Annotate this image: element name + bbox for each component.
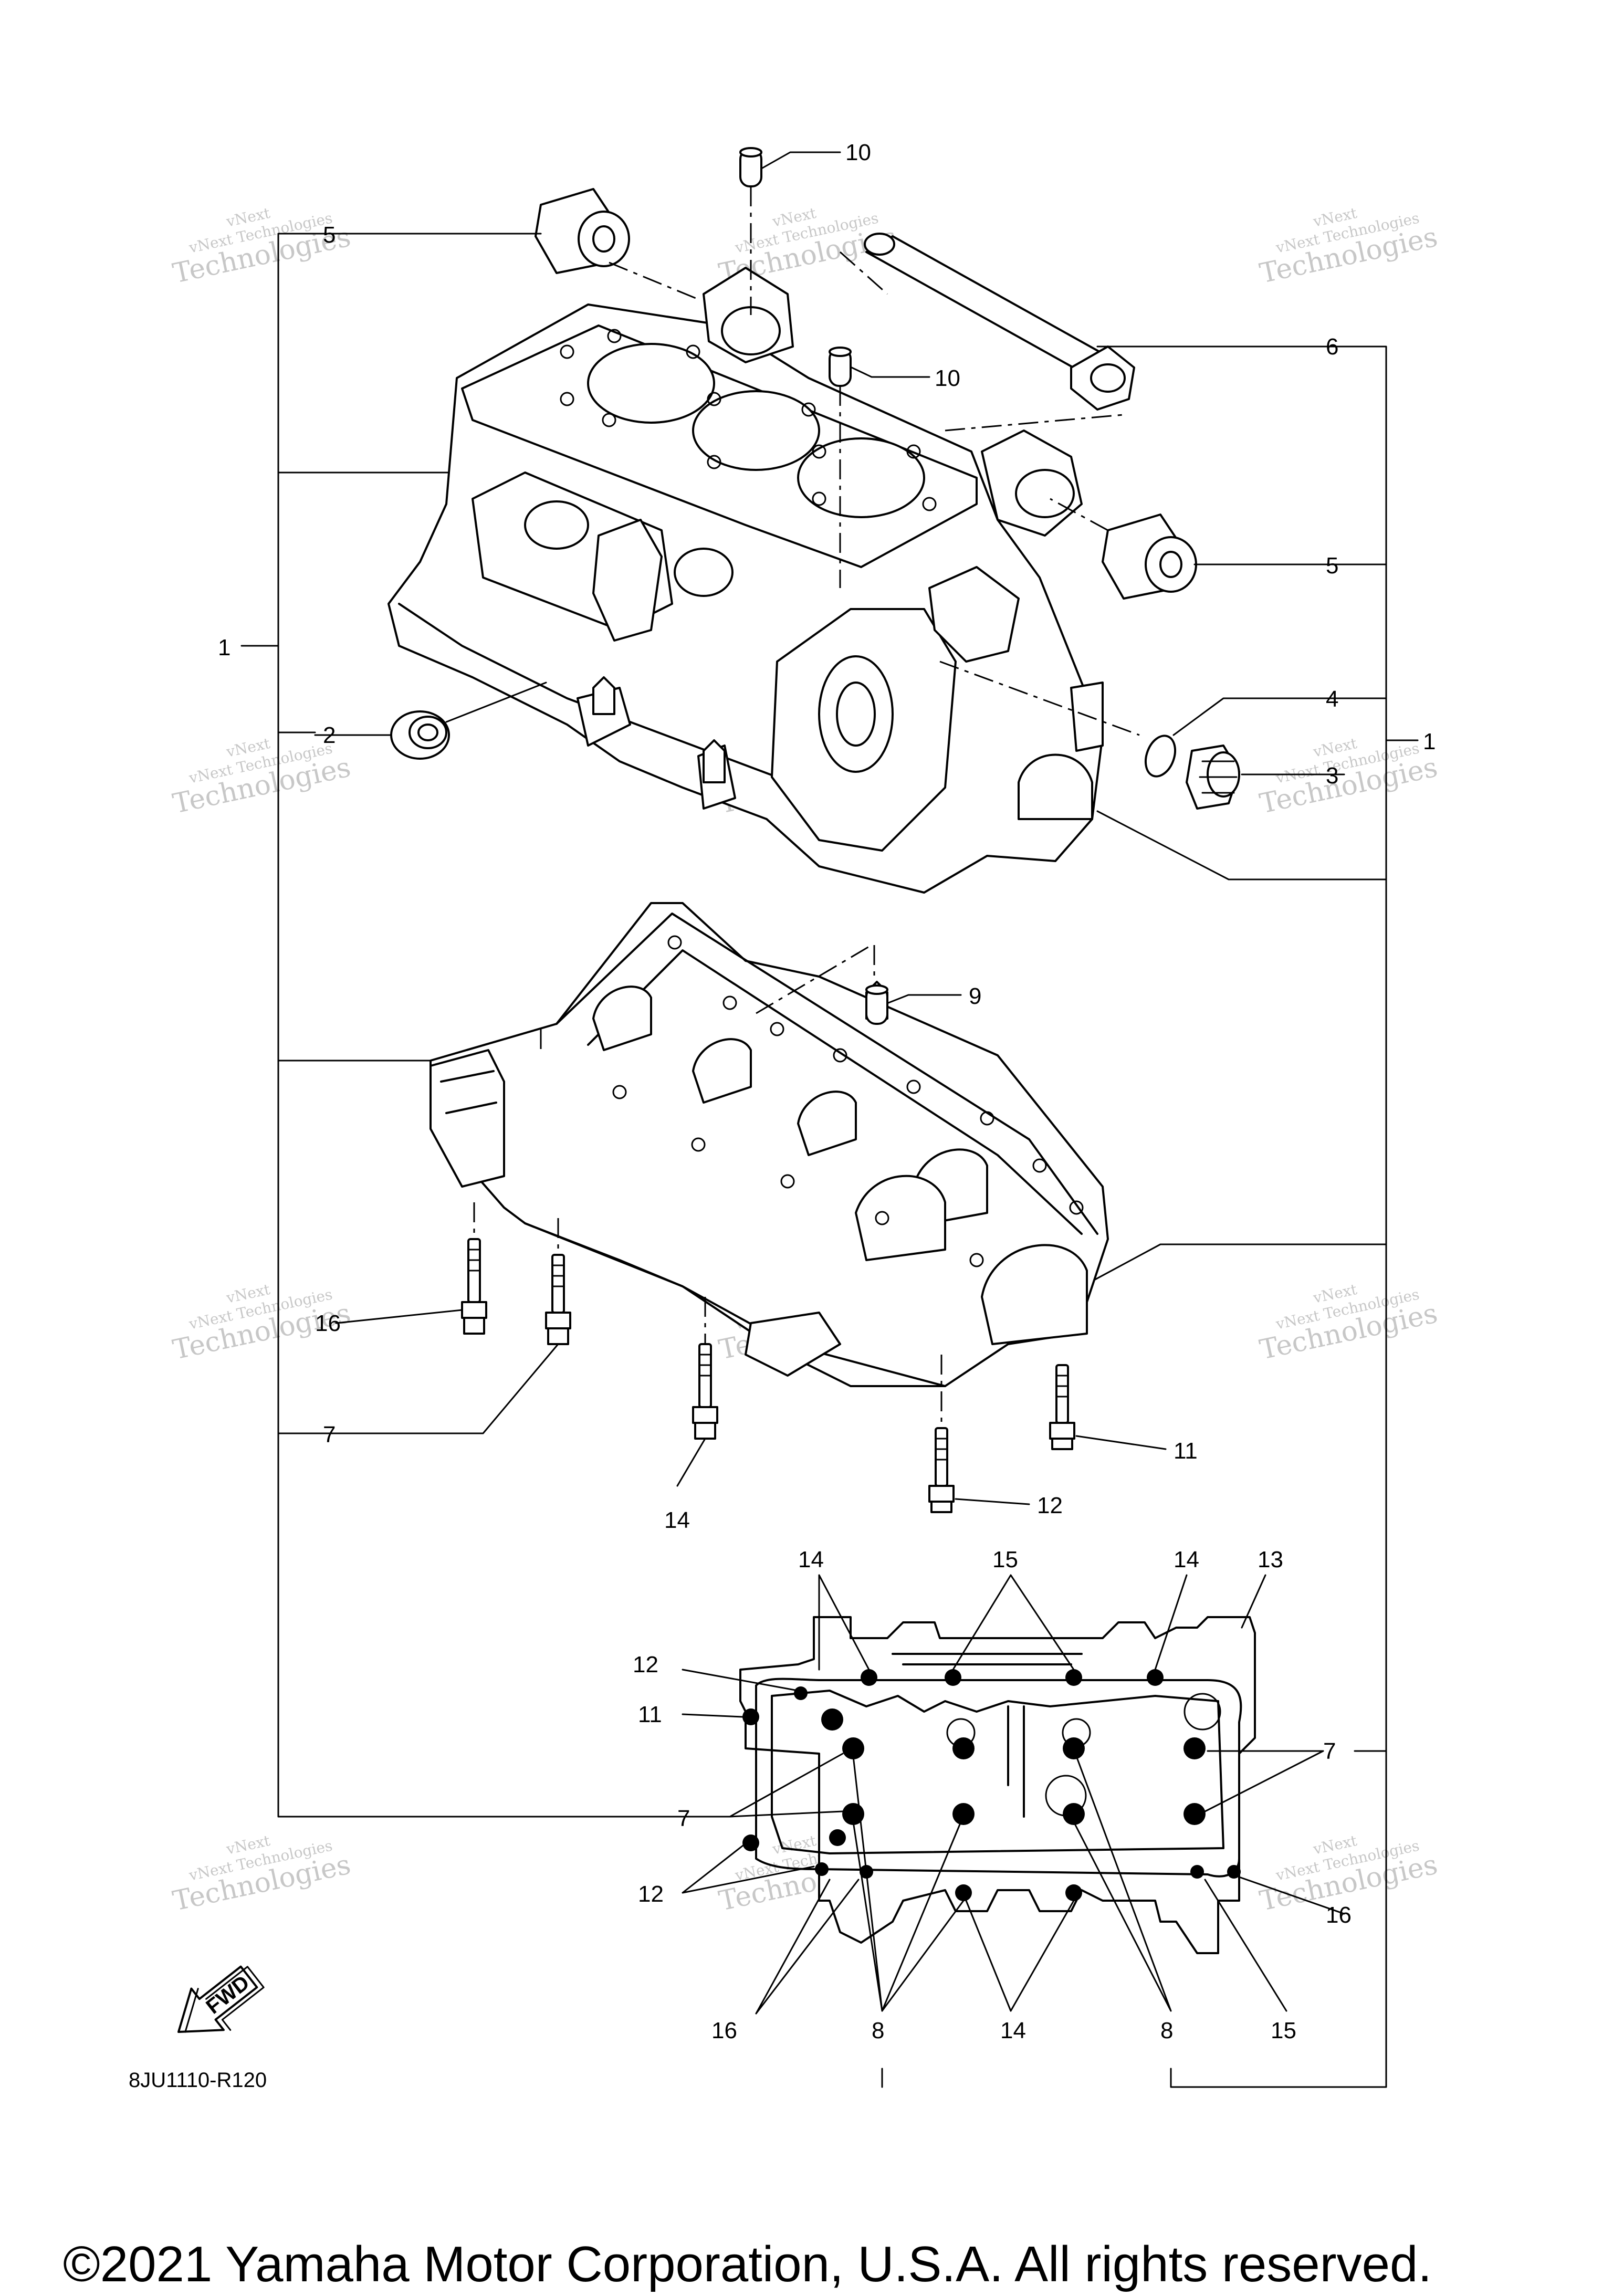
cylinder-bore (587, 343, 715, 424)
callout-16: 16 (1326, 1902, 1352, 1928)
bottom-view-leaders (682, 1574, 1345, 2015)
callout-11: 11 (1174, 1438, 1198, 1464)
callout-12: 12 (633, 1652, 658, 1678)
callout-14: 14 (798, 1547, 824, 1572)
callout-8: 8 (1160, 2018, 1173, 2043)
callout-labels: 10 10 6 5 5 1 1 2 4 3 9 16 7 14 11 12 14… (218, 140, 1436, 2043)
callout-1: 1 (218, 635, 231, 661)
bolt-7 (545, 1254, 571, 1345)
bolt-16 (461, 1238, 487, 1335)
callout-7: 7 (677, 1806, 690, 1831)
callout-12: 12 (638, 1881, 664, 1907)
callout-6: 6 (1326, 334, 1338, 360)
callout-12: 12 (1037, 1493, 1063, 1518)
diagram-code: 8JU1110-R120 (129, 2069, 267, 2092)
callout-14: 14 (1000, 2018, 1026, 2043)
bolt-14 (692, 1343, 718, 1440)
dowel-pin-10-top (739, 147, 762, 187)
fwd-arrow-icon: FWD (177, 1965, 265, 2033)
callout-11: 11 (638, 1702, 662, 1727)
callout-13: 13 (1258, 1547, 1283, 1572)
callout-2: 2 (323, 722, 336, 748)
callout-16: 16 (711, 2018, 737, 2043)
callout-8: 8 (872, 2018, 884, 2043)
right-bracket (881, 345, 1419, 2088)
callout-16: 16 (315, 1310, 341, 1336)
callout-5: 5 (323, 222, 336, 248)
cylinder-bore (797, 437, 925, 518)
callout-10: 10 (845, 140, 871, 165)
bushing-5-left (535, 188, 630, 274)
dowel-pin-9 (865, 984, 888, 1025)
callout-14: 14 (1174, 1547, 1199, 1572)
callout-7: 7 (323, 1422, 336, 1448)
cylinder-bore (692, 390, 820, 471)
lower-crankcase (430, 902, 1109, 1387)
o-ring-4 (1144, 735, 1177, 778)
upper-crankcase (387, 267, 1104, 894)
bolt-11 (1049, 1364, 1075, 1450)
callout-15: 15 (992, 1547, 1018, 1572)
bushing-5-right (1102, 513, 1197, 600)
callout-10: 10 (935, 365, 960, 391)
bolt-12 (928, 1427, 955, 1513)
callout-14: 14 (664, 1507, 690, 1533)
callout-4: 4 (1326, 686, 1338, 712)
oil-plug-3 (1186, 745, 1240, 810)
callout-3: 3 (1326, 763, 1338, 789)
callout-7: 7 (1323, 1738, 1336, 1764)
left-bracket (240, 233, 694, 1818)
callout-15: 15 (1271, 2018, 1296, 2043)
callout-9: 9 (969, 983, 981, 1009)
dowel-pin-10-middle (829, 347, 852, 387)
copyright-notice: ©2021 Yamaha Motor Corporation, U.S.A. A… (63, 2236, 1432, 2292)
callout-5: 5 (1326, 553, 1338, 579)
mount-shaft-6 (864, 233, 1135, 411)
plug-2 (390, 710, 450, 760)
callout-1: 1 (1423, 729, 1436, 754)
